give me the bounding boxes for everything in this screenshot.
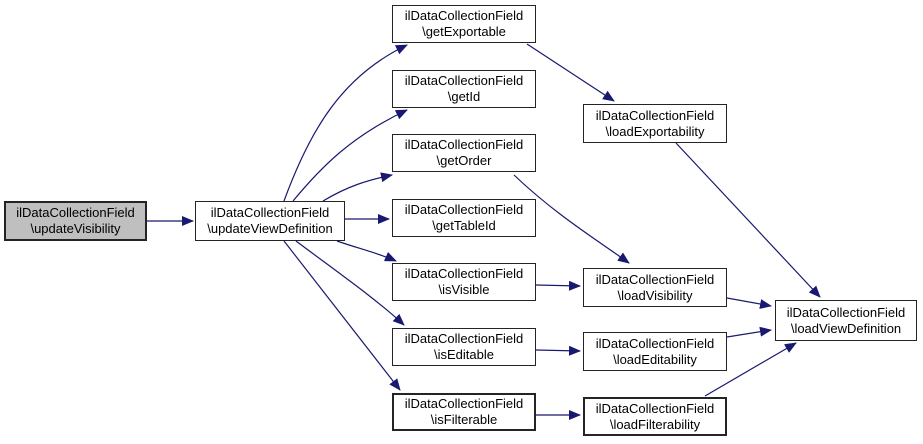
node-updateViewDefinition[interactable]: ilDataCollectionField \updateViewDefinit… [195,201,345,241]
node-getOrder-method: \getOrder [436,153,492,168]
edge-loadFilterability-to-loadViewDefinition [704,342,797,397]
edge-updateViewDefinition-to-getExportable [283,44,408,202]
node-loadVisibility-method: \loadVisibility [617,287,693,303]
edge-updateViewDefinition-to-isVisible [336,240,397,262]
node-isEditable-class: ilDataCollectionField [404,331,524,346]
edge-updateViewDefinition-to-isFilterable [283,240,401,391]
node-getTableId[interactable]: ilDataCollectionField \getTableId [392,199,536,237]
node-loadVisibility[interactable]: ilDataCollectionField \loadVisibility [583,268,727,307]
node-updateVisibility[interactable]: ilDataCollectionField \updateVisibility [4,201,147,241]
node-loadFilterability-class: ilDataCollectionField [595,400,715,416]
node-loadEditability-class: ilDataCollectionField [595,335,715,351]
node-getOrder-class: ilDataCollectionField [404,137,524,152]
node-loadViewDefinition-method: \loadViewDefinition [790,320,902,336]
node-isFilterable-method: \isFilterable [430,412,498,427]
node-loadEditability[interactable]: ilDataCollectionField \loadEditability [583,332,727,371]
node-isFilterable[interactable]: ilDataCollectionField \isFilterable [392,393,536,431]
edge-updateViewDefinition-to-getId [292,109,408,202]
node-getTableId-class: ilDataCollectionField [404,202,524,217]
node-updateViewDefinition-method: \updateViewDefinition [207,221,333,236]
node-isVisible-class: ilDataCollectionField [404,266,524,281]
edge-isVisible-to-loadVisibility [535,280,581,291]
edge-loadExportability-to-loadViewDefinition [675,142,821,298]
node-isEditable-method: \isEditable [434,347,494,362]
node-getExportable-class: ilDataCollectionField [404,8,524,23]
node-getId-class: ilDataCollectionField [404,73,524,88]
edge-updateViewDefinition-to-isEditable [295,240,405,326]
node-updateVisibility-method: \updateVisibility [30,221,121,236]
edge-loadEditability-to-loadViewDefinition [726,326,772,338]
edge-loadVisibility-to-loadViewDefinition [726,297,772,309]
edge-getOrder-to-loadVisibility [513,174,630,264]
node-isVisible[interactable]: ilDataCollectionField \isVisible [392,263,536,301]
edge-isEditable-to-loadEditability [535,345,581,356]
node-getId-method: \getId [447,89,481,104]
node-getOrder[interactable]: ilDataCollectionField \getOrder [392,134,536,172]
node-loadViewDefinition-class: ilDataCollectionField [786,304,906,320]
edge-getExportable-to-loadExportability [526,43,615,102]
edge-updateViewDefinition-to-getOrder [322,172,393,202]
node-loadExportability-class: ilDataCollectionField [595,107,715,123]
node-loadVisibility-class: ilDataCollectionField [595,271,715,287]
node-loadEditability-method: \loadEditability [613,351,697,367]
node-loadViewDefinition[interactable]: ilDataCollectionField \loadViewDefinitio… [775,300,917,341]
node-loadExportability-method: \loadExportability [605,123,705,139]
node-loadFilterability-method: \loadFilterability [609,416,701,432]
node-loadExportability[interactable]: ilDataCollectionField \loadExportability [583,104,727,143]
node-isEditable[interactable]: ilDataCollectionField \isEditable [392,328,536,366]
node-isFilterable-class: ilDataCollectionField [404,396,524,411]
node-updateViewDefinition-class: ilDataCollectionField [210,205,330,220]
node-loadFilterability[interactable]: ilDataCollectionField \loadFilterability [583,397,727,436]
node-getExportable-method: \getExportable [422,24,506,39]
node-getExportable[interactable]: ilDataCollectionField \getExportable [392,5,536,43]
node-getTableId-method: \getTableId [432,218,496,233]
node-isVisible-method: \isVisible [438,282,490,297]
node-updateVisibility-class: ilDataCollectionField [16,205,135,220]
node-getId[interactable]: ilDataCollectionField \getId [392,70,536,108]
